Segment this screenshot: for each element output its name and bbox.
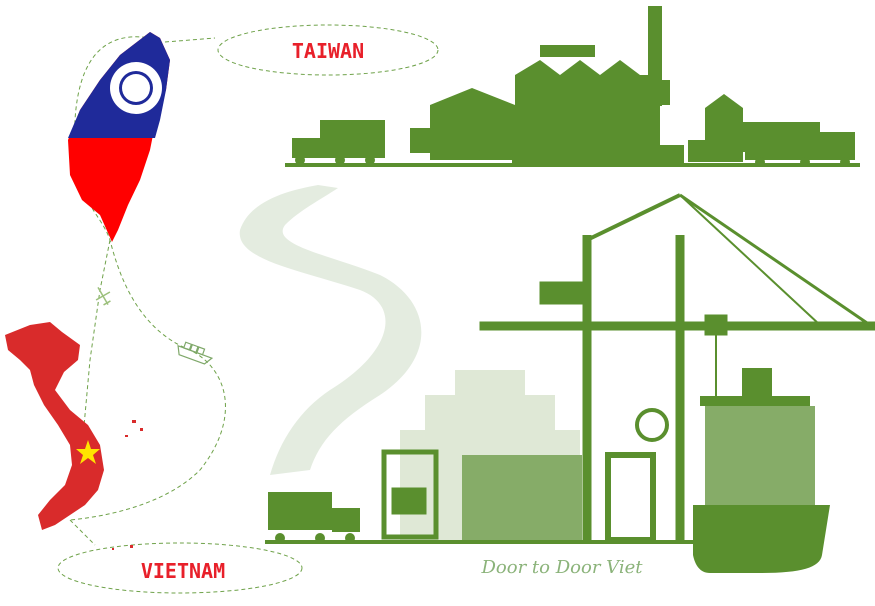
conveyor — [512, 145, 684, 163]
straddle-carrier — [381, 449, 439, 540]
islands — [112, 420, 143, 550]
cargo-ship-icon — [177, 341, 214, 365]
factory-scene — [285, 6, 860, 167]
vietnam-map — [5, 322, 143, 550]
shipping-route — [69, 36, 226, 546]
delivery-truck-right — [745, 125, 855, 167]
sun-emblem-icon — [110, 62, 162, 114]
delivery-truck-left — [292, 120, 385, 165]
forklift — [410, 128, 432, 153]
gantry-crane — [479, 193, 875, 543]
pier-ground — [265, 540, 705, 544]
star-icon — [76, 440, 100, 464]
factory-ground — [285, 163, 860, 167]
vietnam-label: VIETNAM — [141, 559, 225, 583]
brand-label: Door to Door Viet — [481, 557, 644, 578]
port-scene: Door to Door Viet — [265, 193, 875, 578]
vietnam-label-oval — [57, 542, 303, 594]
taiwan-label-oval — [217, 24, 439, 76]
taiwan-label-group: TAIWAN — [217, 24, 439, 76]
taiwan-map-flag — [68, 32, 170, 242]
road — [239, 185, 422, 475]
container-stack — [462, 455, 582, 540]
airplane-icon — [95, 286, 111, 306]
container-truck — [268, 492, 360, 543]
cargo-ship — [693, 368, 830, 573]
vietnam-label-group: VIETNAM — [57, 542, 303, 594]
taiwan-label: TAIWAN — [292, 39, 364, 63]
